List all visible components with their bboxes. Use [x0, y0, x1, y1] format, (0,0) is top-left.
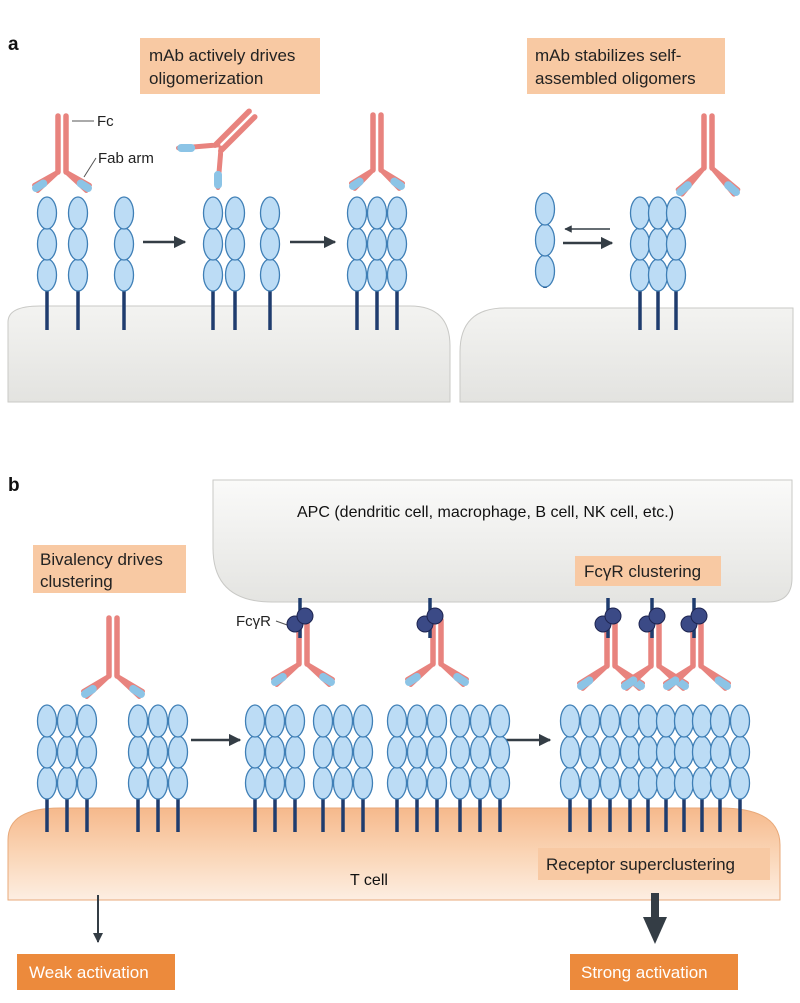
- antibody-icon: [32, 113, 92, 193]
- bivalency-line2: clustering: [40, 572, 113, 591]
- receptor-icon: [449, 704, 471, 832]
- receptor-icon: [259, 196, 281, 330]
- receptor-icon: [406, 704, 428, 832]
- receptor-icon: [559, 704, 581, 832]
- receptor-icon: [127, 704, 149, 832]
- receptor-icon: [489, 704, 511, 832]
- t-cell-label: T cell: [350, 872, 388, 889]
- receptor-icon: [673, 704, 695, 832]
- receptor-superclustering-box: Receptor superclustering: [538, 848, 770, 880]
- fab-label: Fab arm: [98, 150, 154, 167]
- fcgr-icon: [416, 598, 444, 638]
- receptor-icon: [729, 704, 751, 832]
- strong-down-arrow: [643, 893, 667, 944]
- receptor-icon: [224, 196, 246, 330]
- panel-a-letter: a: [8, 34, 19, 55]
- receptor-icon: [264, 704, 286, 832]
- receptor-icon: [76, 704, 98, 832]
- fcgr-clustering-box: FcγR clustering: [575, 556, 721, 586]
- right-mechanism-line1: mAb stabilizes self-: [535, 46, 681, 65]
- receptor-icon: [709, 704, 731, 832]
- receptor-icon: [647, 196, 669, 330]
- antibody-icon: [81, 615, 145, 699]
- receptor-icon: [665, 196, 687, 330]
- left-mechanism-line1: mAb actively drives: [149, 46, 295, 65]
- left-mechanism-line2: oligomerization: [149, 69, 263, 88]
- left-mechanism-box: mAb actively drives oligomerization: [140, 38, 320, 94]
- right-mechanism-box: mAb stabilizes self- assembled oligomers: [527, 38, 725, 94]
- weak-activation-box: Weak activation: [17, 954, 175, 990]
- strong-activation-box: Strong activation: [570, 954, 738, 990]
- bivalency-line1: Bivalency drives: [40, 550, 163, 569]
- antibody-icon: [675, 113, 741, 197]
- receptor-icon: [386, 196, 408, 330]
- fcgr-icon: [638, 598, 666, 638]
- receptor-icon: [386, 704, 408, 832]
- receptor-icon: [691, 704, 713, 832]
- fc-label: Fc: [97, 113, 114, 130]
- panel-a-left-cell: [7, 305, 451, 403]
- antibody-icon: [405, 617, 469, 687]
- fcgr-label: FcγR: [236, 613, 271, 630]
- receptor-icon: [312, 704, 334, 832]
- receptor-icon: [67, 196, 89, 330]
- antibody-icon: [662, 617, 732, 691]
- receptor-icon: [244, 704, 266, 832]
- receptor-icon: [36, 196, 58, 330]
- receptor-icon: [113, 196, 135, 330]
- receptor-icon: [167, 704, 189, 832]
- fcgr-layer: [286, 598, 708, 638]
- antibody-icon: [176, 108, 258, 190]
- antibody-layer: [32, 108, 741, 699]
- receptor-icon: [469, 704, 491, 832]
- right-mechanism-line2: assembled oligomers: [535, 69, 696, 88]
- receptor-icon: [284, 704, 306, 832]
- receptor-icon: [56, 704, 78, 832]
- receptor-icon: [534, 192, 556, 288]
- antibody-icon: [348, 112, 406, 191]
- fcgr-clustering-label: FcγR clustering: [584, 562, 701, 581]
- apc-label: APC (dendritic cell, macrophage, B cell,…: [297, 504, 674, 521]
- receptor-icon: [202, 196, 224, 330]
- receptor-icon: [579, 704, 601, 832]
- bivalency-box: Bivalency drives clustering: [33, 545, 186, 593]
- strong-activation-label: Strong activation: [581, 963, 708, 982]
- receptor-layer: [36, 192, 751, 832]
- receptor-icon: [332, 704, 354, 832]
- receptor-icon: [36, 704, 58, 832]
- fcgr-icon: [286, 598, 314, 638]
- receptor-icon: [426, 704, 448, 832]
- antibody-icon: [271, 617, 335, 687]
- receptor-icon: [366, 196, 388, 330]
- receptor-icon: [346, 196, 368, 330]
- receptor-icon: [147, 704, 169, 832]
- fab-leader-line: [83, 157, 97, 178]
- receptor-icon: [599, 704, 621, 832]
- fcgr-icon: [594, 598, 622, 638]
- weak-activation-label: Weak activation: [29, 963, 149, 982]
- panel-a-right-cell: [459, 307, 794, 403]
- fcgr-icon: [680, 598, 708, 638]
- panel-b-letter: b: [8, 475, 20, 496]
- receptor-superclustering-label: Receptor superclustering: [546, 855, 735, 874]
- receptor-icon: [352, 704, 374, 832]
